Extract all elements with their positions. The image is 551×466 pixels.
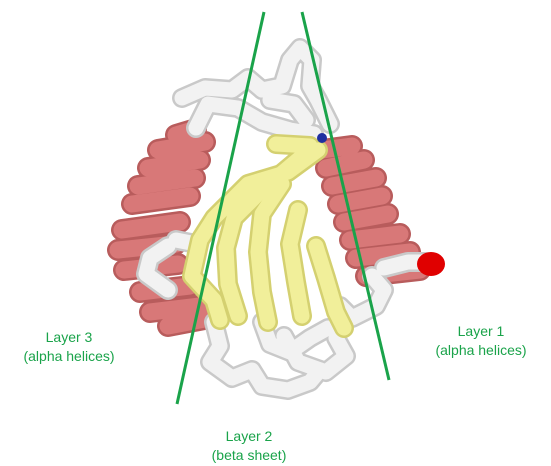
layer3-label: Layer 3 (alpha helices): [4, 328, 134, 366]
c-terminus-sphere: [417, 252, 445, 276]
layer1-label: Layer 1 (alpha helices): [414, 322, 548, 360]
layer3-subtitle: (alpha helices): [4, 347, 134, 366]
n-terminus-marker: [317, 133, 327, 143]
layer2-subtitle: (beta sheet): [184, 446, 314, 465]
layer2-title: Layer 2: [184, 427, 314, 446]
layer1-subtitle: (alpha helices): [414, 341, 548, 360]
layer2-label: Layer 2 (beta sheet): [184, 427, 314, 465]
layer3-title: Layer 3: [4, 328, 134, 347]
layer1-title: Layer 1: [414, 322, 548, 341]
